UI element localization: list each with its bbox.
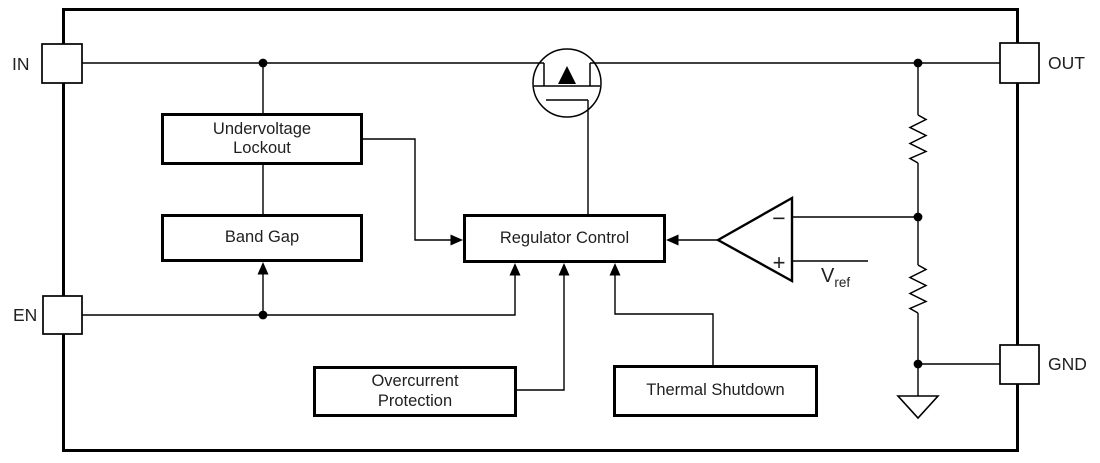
in-pin-pad — [41, 43, 83, 84]
feedback-resistors — [908, 114, 928, 314]
block-label: Undervoltage — [212, 119, 312, 138]
inverting-input-sign: − — [772, 205, 785, 231]
block-label: Lockout — [233, 139, 291, 157]
error-amplifier-icon: − + — [715, 195, 794, 284]
out-pin-pad — [999, 42, 1040, 84]
vref-sub: ref — [834, 275, 851, 290]
in-pin-label: IN — [12, 54, 30, 74]
en-pin-label: EN — [13, 305, 38, 325]
ocp-to-regctl-wire — [517, 272, 565, 391]
block-label: Protection — [377, 391, 453, 410]
out-pin-label: OUT — [1048, 53, 1085, 73]
junction-dot — [913, 58, 923, 68]
junction-dot — [258, 58, 268, 68]
gnd-pin-label: GND — [1048, 354, 1087, 374]
ground-symbol-icon — [896, 395, 940, 420]
en-wire — [82, 272, 516, 316]
wires — [79, 62, 1000, 396]
block-label: Thermal Shutdown — [646, 381, 785, 400]
tsd-to-regctl-wire — [614, 272, 714, 365]
arrow-ocp-into-regctl — [558, 263, 570, 276]
arrowheads — [257, 234, 679, 276]
resistor-bottom-icon — [908, 264, 928, 314]
junction-dots — [258, 58, 923, 369]
resistor-top-icon — [908, 114, 928, 164]
block-thermal-shutdown: Thermal Shutdown — [613, 365, 818, 417]
arrow-en-into-regctl — [509, 263, 521, 276]
block-band-gap: Band Gap — [161, 214, 363, 262]
junction-dot — [258, 310, 268, 320]
vref-label: Vref — [821, 265, 850, 290]
block-label: Overcurrent — [371, 372, 459, 391]
arrow-uvlo-into-regctl — [450, 234, 463, 246]
vref-main: V — [821, 265, 835, 287]
gnd-pin-pad — [999, 344, 1040, 385]
arrow-tsd-into-regctl — [609, 263, 621, 276]
block-label: Band Gap — [224, 228, 300, 247]
block-undervoltage-lockout: Undervoltage Lockout — [161, 113, 363, 165]
junction-dot — [913, 212, 923, 222]
block-overcurrent-protection: Overcurrent Protection — [313, 366, 517, 417]
arrow-amp-into-regctl — [666, 234, 679, 246]
pin-pads — [41, 42, 1040, 385]
noninverting-input-sign: + — [773, 250, 786, 275]
en-pin-pad — [42, 295, 83, 335]
pass-transistor-icon — [532, 48, 602, 118]
chip-outline — [62, 8, 1019, 452]
uvlo-to-regctl-wire — [363, 138, 453, 241]
junction-dot — [913, 359, 923, 369]
block-regulator-control: Regulator Control — [463, 214, 666, 263]
arrow-into-bandgap — [257, 262, 269, 275]
block-label: Regulator Control — [499, 228, 630, 247]
